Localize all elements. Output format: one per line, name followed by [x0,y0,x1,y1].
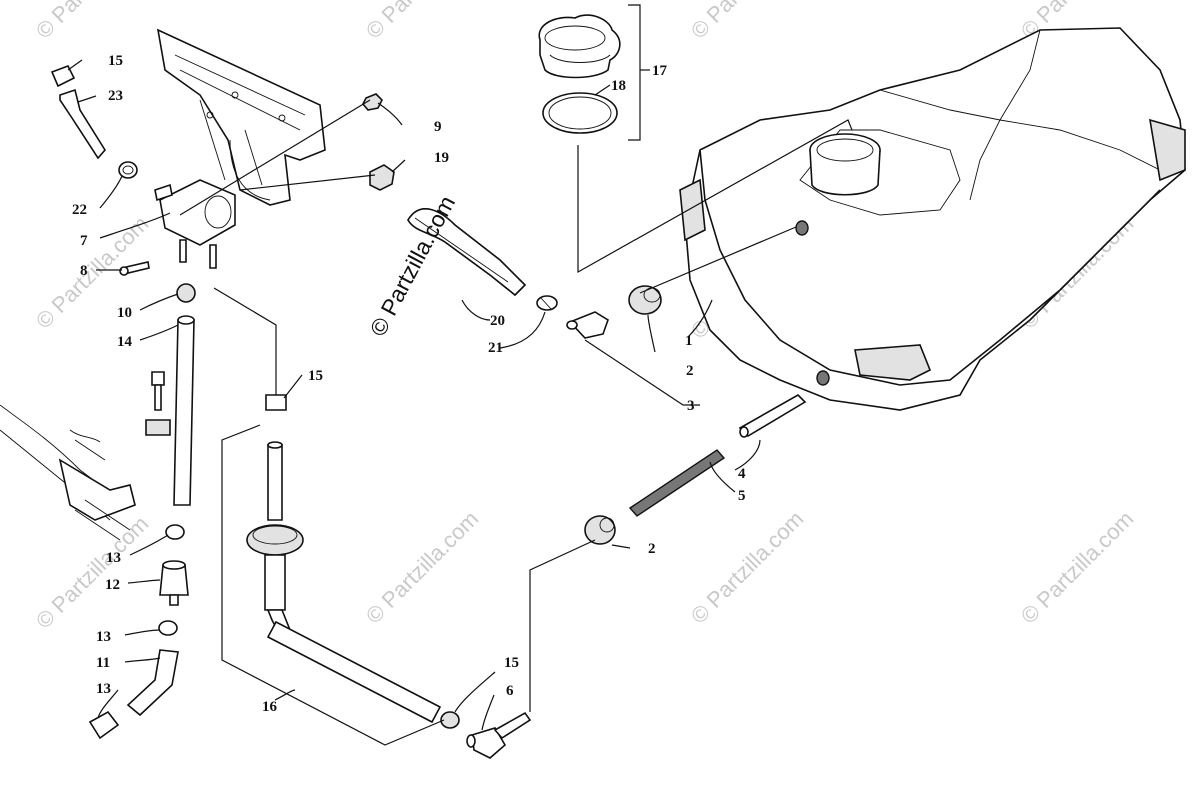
o-ring [542,92,618,134]
grommet-upper [628,285,662,315]
callout-2: 2 [686,363,694,379]
callout-14: 14 [117,334,133,350]
callout-5: 5 [738,488,746,504]
callout-16: 16 [262,699,278,715]
leader-lines [67,4,853,746]
callout-4: 4 [738,466,746,482]
callout-1: 1 [685,333,693,349]
hose-clamp [536,295,558,311]
watermark: © Partzilla.com [361,0,484,44]
callout-17: 17 [652,63,668,79]
callout-23: 23 [108,88,123,104]
hose-clamp-15-bottom [440,711,460,729]
fuel-pickup-assembly [246,441,304,637]
watermark: © Partzilla.com [31,0,154,44]
pickup-tube [738,394,807,438]
hose-clamp-22 [118,161,138,179]
callout-2: 2 [648,541,656,557]
watermark: © Partzilla.com [31,211,154,334]
callout-15: 15 [108,53,123,69]
fuel-valve [154,179,236,269]
fuel-tank [679,27,1186,411]
fuel-cap [538,14,621,79]
callout-9: 9 [434,119,442,135]
callout-labels: 1 2 2 3 4 5 6 7 8 9 10 11 12 13 13 13 14… [72,53,746,715]
frame-bracket [156,28,326,206]
elbow-hose-top [59,88,106,160]
watermark: © Partzilla.com [686,506,809,629]
vent-fitting [566,311,609,339]
frame-bolt [145,371,171,436]
callout-20: 20 [490,313,505,329]
callout-22: 22 [72,202,87,218]
hose-cap-13c [88,710,120,740]
hose-clamp-13a [165,524,185,540]
callout-15: 15 [504,655,519,671]
elbow-fitting [466,711,532,759]
callout-13: 13 [96,681,111,697]
callout-18: 18 [611,78,626,94]
callout-7: 7 [80,233,88,249]
watermark: © Partzilla.com [1016,506,1139,629]
fuel-hose-14 [173,315,195,506]
callout-19: 19 [434,150,449,166]
elbow-hose-bottom [126,649,179,717]
watermark: © Partzilla.com [31,511,154,634]
spring-clip [369,164,395,191]
callout-8: 8 [80,263,88,279]
callout-13: 13 [106,550,121,566]
callout-3: 3 [687,398,695,414]
callout-12: 12 [105,577,120,593]
watermark: © Partzilla.com [686,0,809,44]
callout-15: 15 [308,368,323,384]
callout-13: 13 [96,629,111,645]
grommet-lower [584,515,616,545]
vent-hose [407,208,527,297]
watermark: © Partzilla.com [361,506,484,629]
callout-21: 21 [488,340,503,356]
callout-10: 10 [117,305,132,321]
callout-11: 11 [96,655,110,671]
callout-6: 6 [506,683,514,699]
hose-clamp-13b [158,620,178,636]
fuel-hose-16 [266,620,442,724]
mounting-screw [119,261,150,276]
hose-clamp-10 [176,283,196,303]
frame-fragment-left [0,404,136,541]
pickup-hose [628,449,726,517]
hose-cap-top [50,64,76,88]
hose-cap-15-center [265,394,287,411]
inline-fuel-filter [159,560,189,606]
